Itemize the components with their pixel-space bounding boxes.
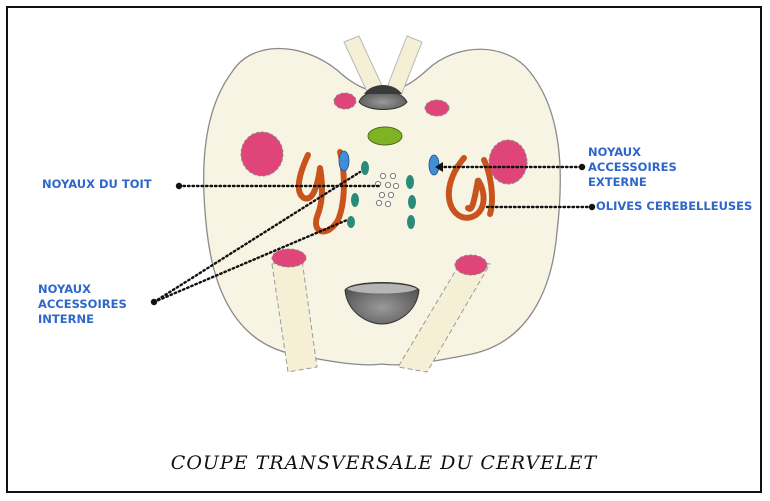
leader-dot-interne — [151, 299, 157, 305]
roof-nucleus — [380, 173, 385, 178]
red-nucleus-left — [241, 132, 283, 176]
red-nucleus-upper-left — [334, 93, 356, 109]
label-line: NOYAUX — [588, 145, 677, 160]
red-nucleus-lower-right — [455, 255, 487, 275]
leader-dot-externe — [579, 164, 585, 170]
vermis-green — [368, 127, 402, 145]
diagram-caption: COUPE TRANSVERSALE DU CERVELET — [8, 452, 760, 474]
leader-dot-toit — [176, 183, 182, 189]
label-noyaux-accessoires-externe: NOYAUX ACCESSOIRES EXTERNE — [588, 145, 677, 190]
blue-nucleus-right — [429, 155, 439, 175]
accessory-green-4 — [406, 175, 414, 189]
roof-nucleus — [385, 182, 390, 187]
leader-dot-olives — [589, 204, 595, 210]
label-noyaux-du-toit: NOYAUX DU TOIT — [42, 177, 152, 192]
diagram-frame: NOYAUX DU TOIT NOYAUX ACCESSOIRES INTERN… — [6, 6, 762, 493]
roof-nucleus — [390, 173, 395, 178]
label-line: NOYAUX — [38, 282, 127, 297]
accessory-green-5 — [408, 195, 416, 209]
blue-nucleus-left — [339, 151, 349, 171]
accessory-green-6 — [407, 215, 415, 229]
label-line: INTERNE — [38, 312, 127, 327]
label-line: EXTERNE — [588, 175, 677, 190]
accessory-green-1 — [361, 161, 369, 175]
red-nucleus-right — [489, 140, 527, 184]
roof-nucleus — [379, 192, 384, 197]
roof-nucleus — [393, 183, 398, 188]
red-nucleus-lower-left — [272, 249, 306, 267]
roof-nucleus — [385, 201, 390, 206]
accessory-green-3 — [347, 216, 355, 228]
cerebellum-cross-section-diagram — [8, 8, 760, 491]
roof-nucleus — [376, 200, 381, 205]
label-line: ACCESSOIRES — [588, 160, 677, 175]
red-nucleus-upper-right — [425, 100, 449, 116]
roof-nucleus — [388, 192, 393, 197]
label-noyaux-accessoires-interne: NOYAUX ACCESSOIRES INTERNE — [38, 282, 127, 327]
label-olives-cerebelleuses: OLIVES CEREBELLEUSES — [596, 199, 752, 214]
label-line: ACCESSOIRES — [38, 297, 127, 312]
accessory-green-2 — [351, 193, 359, 207]
